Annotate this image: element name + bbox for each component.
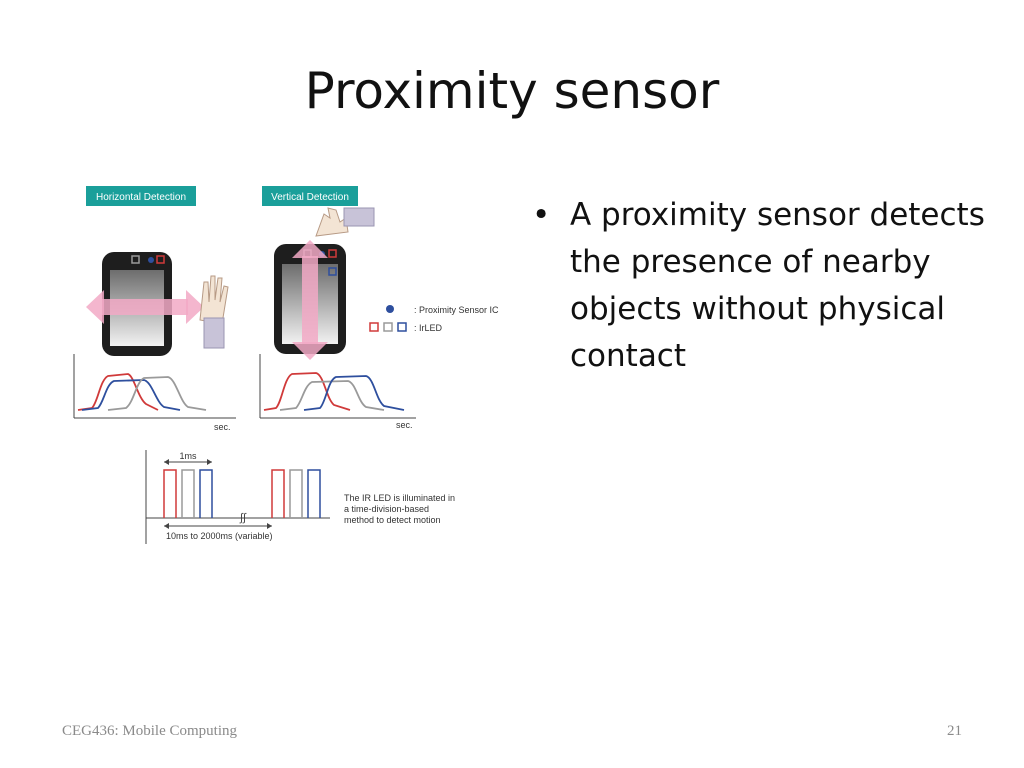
proximity-sensor-figure: Horizontal Detection Vertical Detection — [73, 186, 499, 544]
legend-irled-blue-icon — [397, 322, 407, 332]
bullet-dot-icon: • — [532, 197, 551, 233]
hand-above-icon — [315, 207, 375, 237]
note-line-3: method to detect motion — [344, 515, 441, 525]
horizontal-detection-label: Horizontal Detection — [96, 192, 186, 203]
bullet-text: A proximity sensor detects the presence … — [570, 197, 985, 374]
hand-icon — [199, 275, 229, 349]
page-number: 21 — [947, 723, 962, 739]
axis-label-left: sec. — [214, 422, 231, 432]
note-line-2: a time-division-based — [344, 504, 429, 514]
slide-title: Proximity sensor — [304, 62, 720, 120]
axis-label-right: sec. — [396, 420, 413, 430]
bullet-list: • A proximity sensor detects the presence… — [528, 192, 988, 380]
signal-plot-left: sec. — [73, 354, 236, 432]
vertical-arrow-icon — [292, 240, 328, 360]
footer-course: CEG436: Mobile Computing — [62, 723, 238, 739]
legend-irled-label: : IrLED — [414, 323, 443, 333]
legend: : Proximity Sensor IC : IrLED — [369, 305, 499, 333]
vertical-detection-label: Vertical Detection — [271, 192, 349, 203]
signal-plot-right: sec. — [259, 354, 416, 430]
legend-irled-red-icon — [369, 322, 379, 332]
pulse-width-label: 1ms — [179, 451, 197, 461]
bullet-item: • A proximity sensor detects the presence… — [528, 192, 988, 380]
break-mark-icon: ∫∫ — [239, 512, 247, 524]
horizontal-detection-badge — [86, 186, 196, 206]
legend-irled-gray-icon — [383, 322, 393, 332]
vertical-detection-badge — [262, 186, 358, 206]
horizontal-arrow-icon — [86, 290, 204, 324]
legend-sensor-icon — [386, 305, 394, 313]
pulse-period-label: 10ms to 2000ms (variable) — [166, 531, 273, 541]
legend-sensor-label: : Proximity Sensor IC — [414, 305, 499, 315]
pulse-timing-diagram: 1ms ∫∫ 10ms to 2000ms (variable) The IR … — [145, 450, 455, 544]
note-line-1: The IR LED is illuminated in — [344, 493, 455, 503]
